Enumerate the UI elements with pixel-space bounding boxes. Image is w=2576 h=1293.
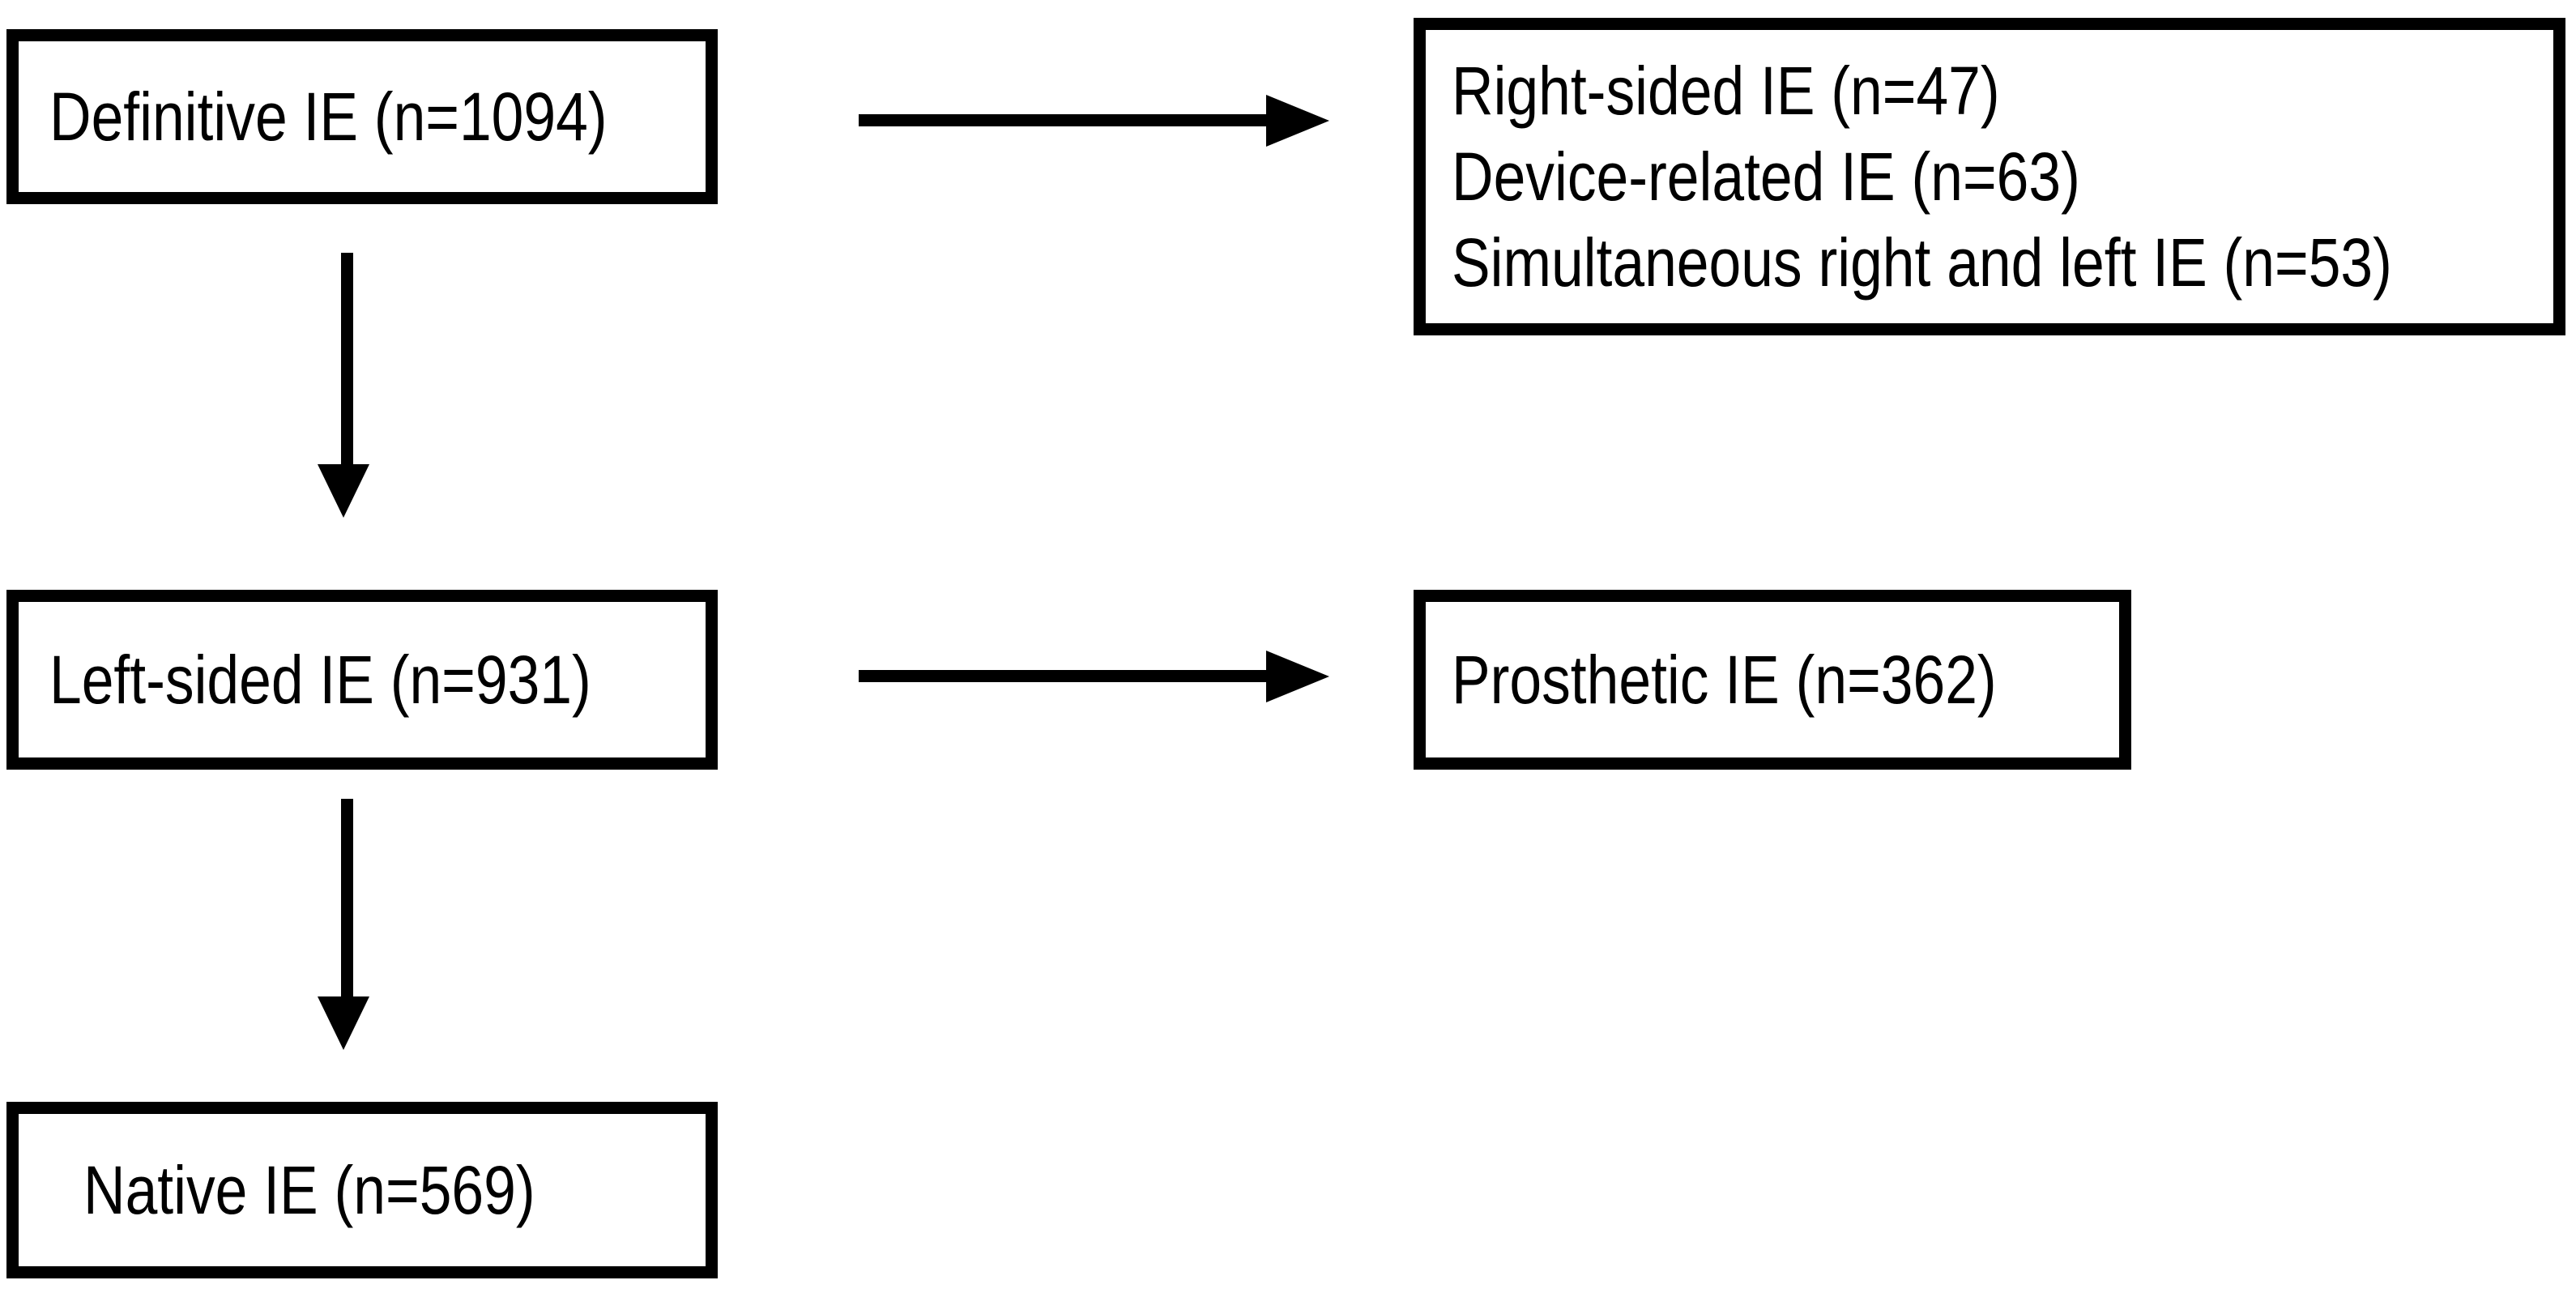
- device-related-ie-label: Device-related IE (n=63): [1452, 139, 2080, 215]
- simultaneous-ie-label: Simultaneous right and left IE (n=53): [1452, 224, 2392, 301]
- flow-box-excluded-ie-types: Right-sided IE (n=47) Device-related IE …: [1414, 18, 2565, 335]
- arrow-down-leftsided-to-native-shaft: [341, 799, 353, 998]
- flow-box-definitive-ie: Definitive IE (n=1094): [6, 29, 718, 204]
- left-sided-ie-label: Left-sided IE (n=931): [49, 642, 591, 718]
- arrow-right-definitive-to-exclusions-icon: [1266, 95, 1329, 147]
- arrow-right-leftsided-to-prosthetic-icon: [1266, 651, 1329, 702]
- arrow-right-definitive-to-exclusions-shaft: [859, 114, 1268, 126]
- prosthetic-ie-label: Prosthetic IE (n=362): [1452, 642, 1997, 718]
- flow-box-left-sided-ie: Left-sided IE (n=931): [6, 590, 718, 770]
- definitive-ie-label: Definitive IE (n=1094): [49, 79, 608, 155]
- arrow-down-definitive-to-leftsided-icon: [318, 464, 369, 518]
- arrow-down-leftsided-to-native-icon: [318, 996, 369, 1050]
- arrow-right-leftsided-to-prosthetic-shaft: [859, 670, 1268, 682]
- right-sided-ie-label: Right-sided IE (n=47): [1452, 53, 2000, 129]
- flow-box-native-ie: Native IE (n=569): [6, 1102, 718, 1278]
- flow-box-prosthetic-ie: Prosthetic IE (n=362): [1414, 590, 2131, 770]
- native-ie-label: Native IE (n=569): [83, 1152, 535, 1228]
- arrow-down-definitive-to-leftsided-shaft: [341, 253, 353, 466]
